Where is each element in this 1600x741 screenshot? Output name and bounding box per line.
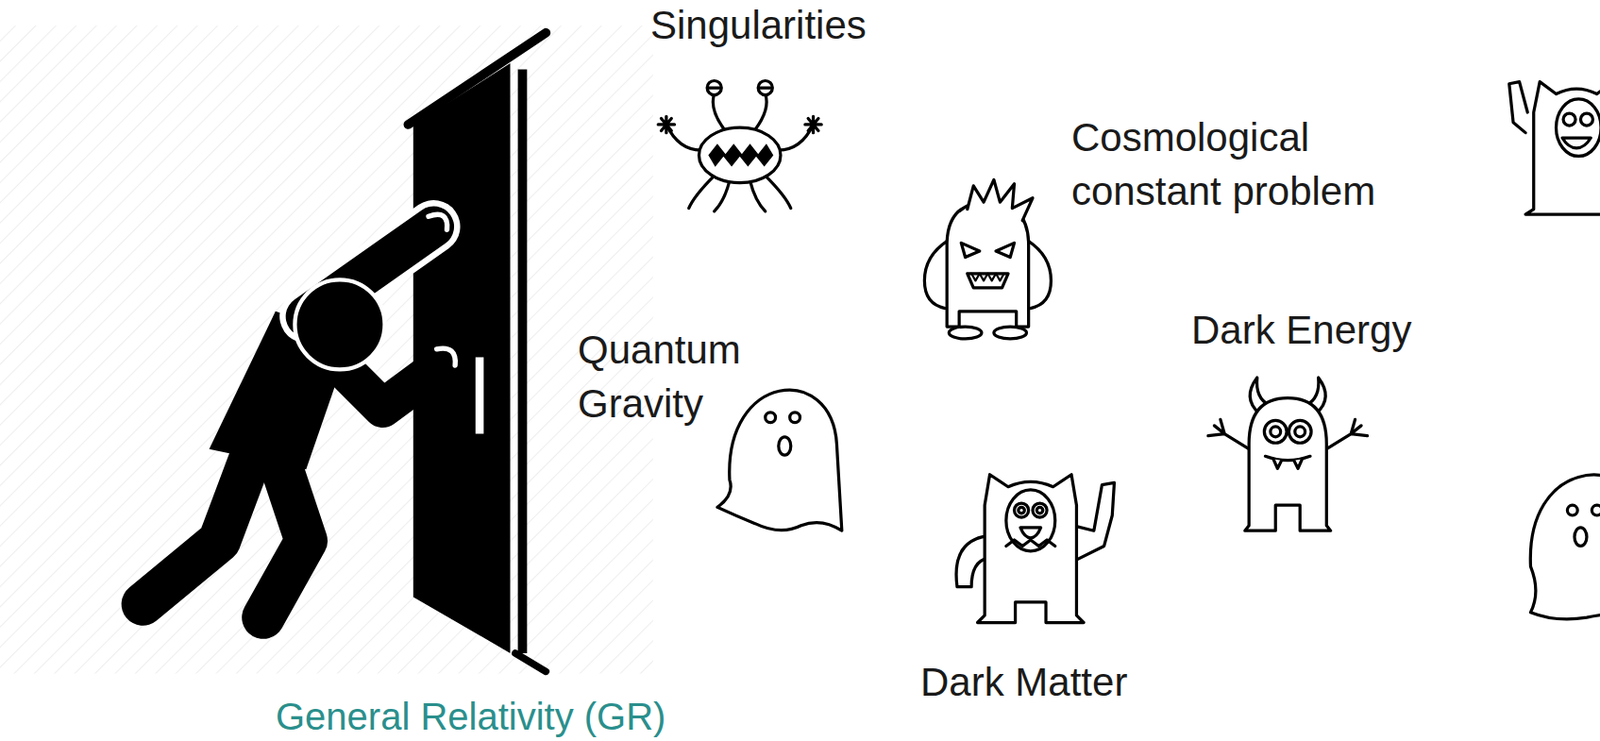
cropped-monster [1509,82,1600,216]
singularities-monster [657,80,822,211]
striped-ground [0,25,654,674]
problem-label: Dark Energy [1191,303,1475,357]
dark-matter-monster [956,474,1114,624]
problem-label: Singularities [650,0,953,52]
cropped-ghost [1530,474,1600,620]
theory-caption: General Relativity (GR) [275,693,729,740]
problem-label: Cosmological constant problem [1071,110,1449,219]
problem-label: Quantum Gravity [577,322,758,431]
dark-energy-monster [1208,377,1368,531]
person-figure [142,214,455,618]
problem-label: Dark Matter [920,656,1204,709]
quantum-gravity-ghost [717,389,843,531]
cosmological-monster [924,179,1051,339]
